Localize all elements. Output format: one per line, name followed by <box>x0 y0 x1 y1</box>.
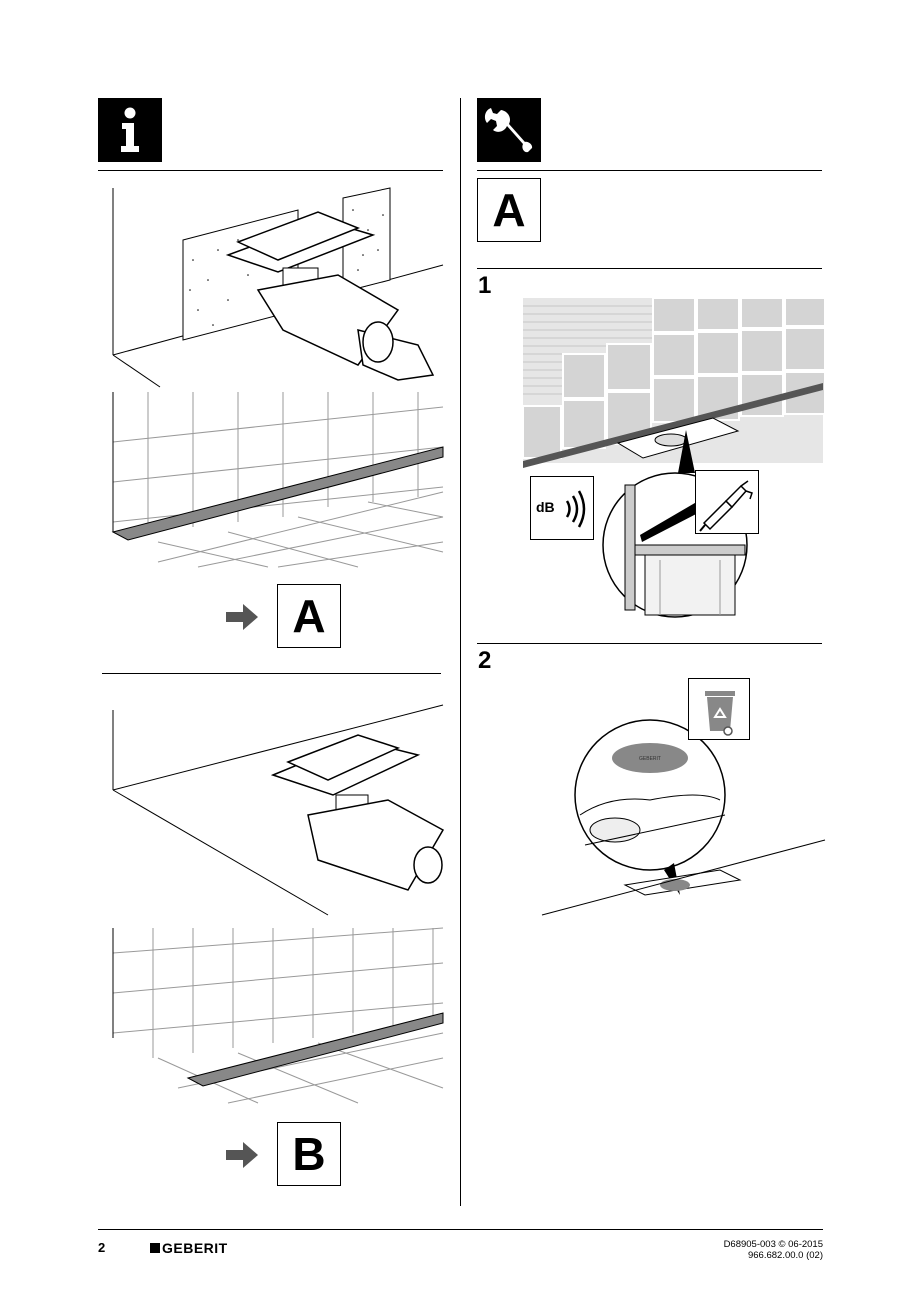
step-2-illustration: GEBERIT <box>541 719 826 916</box>
page-number: 2 <box>98 1240 106 1255</box>
caulking-gun-icon <box>695 470 759 534</box>
arrow-right-icon <box>226 1142 258 1168</box>
recycling-bin-icon <box>688 678 750 740</box>
doc-info: D68905-003 © 06-2015 966.682.00.0 (02) <box>724 1239 823 1261</box>
part-number: 966.682.00.0 (02) <box>747 1250 823 1261</box>
footer-divider <box>98 1229 823 1230</box>
floor-install-illustration <box>112 704 445 916</box>
section-divider <box>102 673 441 674</box>
wrench-icon <box>477 98 541 162</box>
section-divider <box>477 170 822 171</box>
cap-logo-text: GEBERIT <box>639 756 661 762</box>
floor-tiles-illustration-b <box>112 927 444 1104</box>
variant-a-label: A <box>277 584 341 648</box>
column-divider <box>460 98 461 1206</box>
doc-code: D68905-003 © 06-2015 <box>723 1239 823 1250</box>
floor-tiles-illustration-a <box>111 392 444 568</box>
brand-logo: GEBERIT <box>150 1240 228 1256</box>
step-1-illustration <box>522 297 826 473</box>
logo-square-icon <box>150 1243 160 1253</box>
section-divider <box>98 170 443 171</box>
info-icon <box>98 98 162 162</box>
wall-install-illustration <box>112 187 444 388</box>
section-divider <box>477 643 822 644</box>
arrow-right-icon <box>226 604 258 630</box>
step-number: 1 <box>478 272 492 299</box>
step-number: 2 <box>478 647 492 674</box>
sound-label: dB <box>536 499 555 515</box>
brand-name: GEBERIT <box>162 1240 228 1256</box>
db-sound-icon: dB <box>530 476 594 540</box>
variant-b-label: B <box>277 1122 341 1186</box>
section-label: A <box>477 178 541 242</box>
section-divider <box>477 268 822 269</box>
